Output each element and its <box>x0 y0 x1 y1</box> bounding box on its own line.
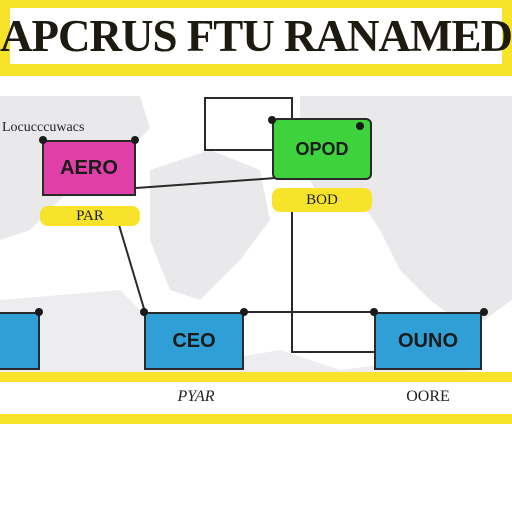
node-ceo-handle <box>240 308 248 316</box>
node-ouno: OUNO <box>374 312 482 370</box>
node-ceo: CEO <box>144 312 244 370</box>
caption-oore: OORE <box>406 388 450 405</box>
connector-aero-to-ceo <box>115 214 146 313</box>
node-aero-handle <box>131 136 139 144</box>
tag-par: PAR <box>40 206 140 226</box>
map-landmass-center <box>150 150 270 300</box>
legend-label: Locucccuwacs <box>2 120 85 135</box>
node-aero-handle <box>39 136 47 144</box>
caption-bottom-left <box>0 384 40 410</box>
node-aero: AERO <box>42 140 136 196</box>
node-opod-handle <box>268 116 276 124</box>
connector-opod-to-ouno <box>291 210 376 353</box>
divider-bar-inner <box>0 382 512 414</box>
caption-pyar: PYAR <box>177 388 215 405</box>
node-ouno-handle <box>370 308 378 316</box>
tag-bod: BOD <box>272 188 372 212</box>
node-bottom-left <box>0 312 40 370</box>
title-banner <box>0 0 512 76</box>
node-opod: OPOD <box>272 118 372 180</box>
node-opod-handle <box>356 122 364 130</box>
node-ceo-handle <box>140 308 148 316</box>
page-title: APCRUS FTU RANAMED <box>0 11 512 61</box>
node-ouno-handle <box>480 308 488 316</box>
title-banner-inner <box>10 8 502 64</box>
node-bottom-left-handle <box>35 308 43 316</box>
